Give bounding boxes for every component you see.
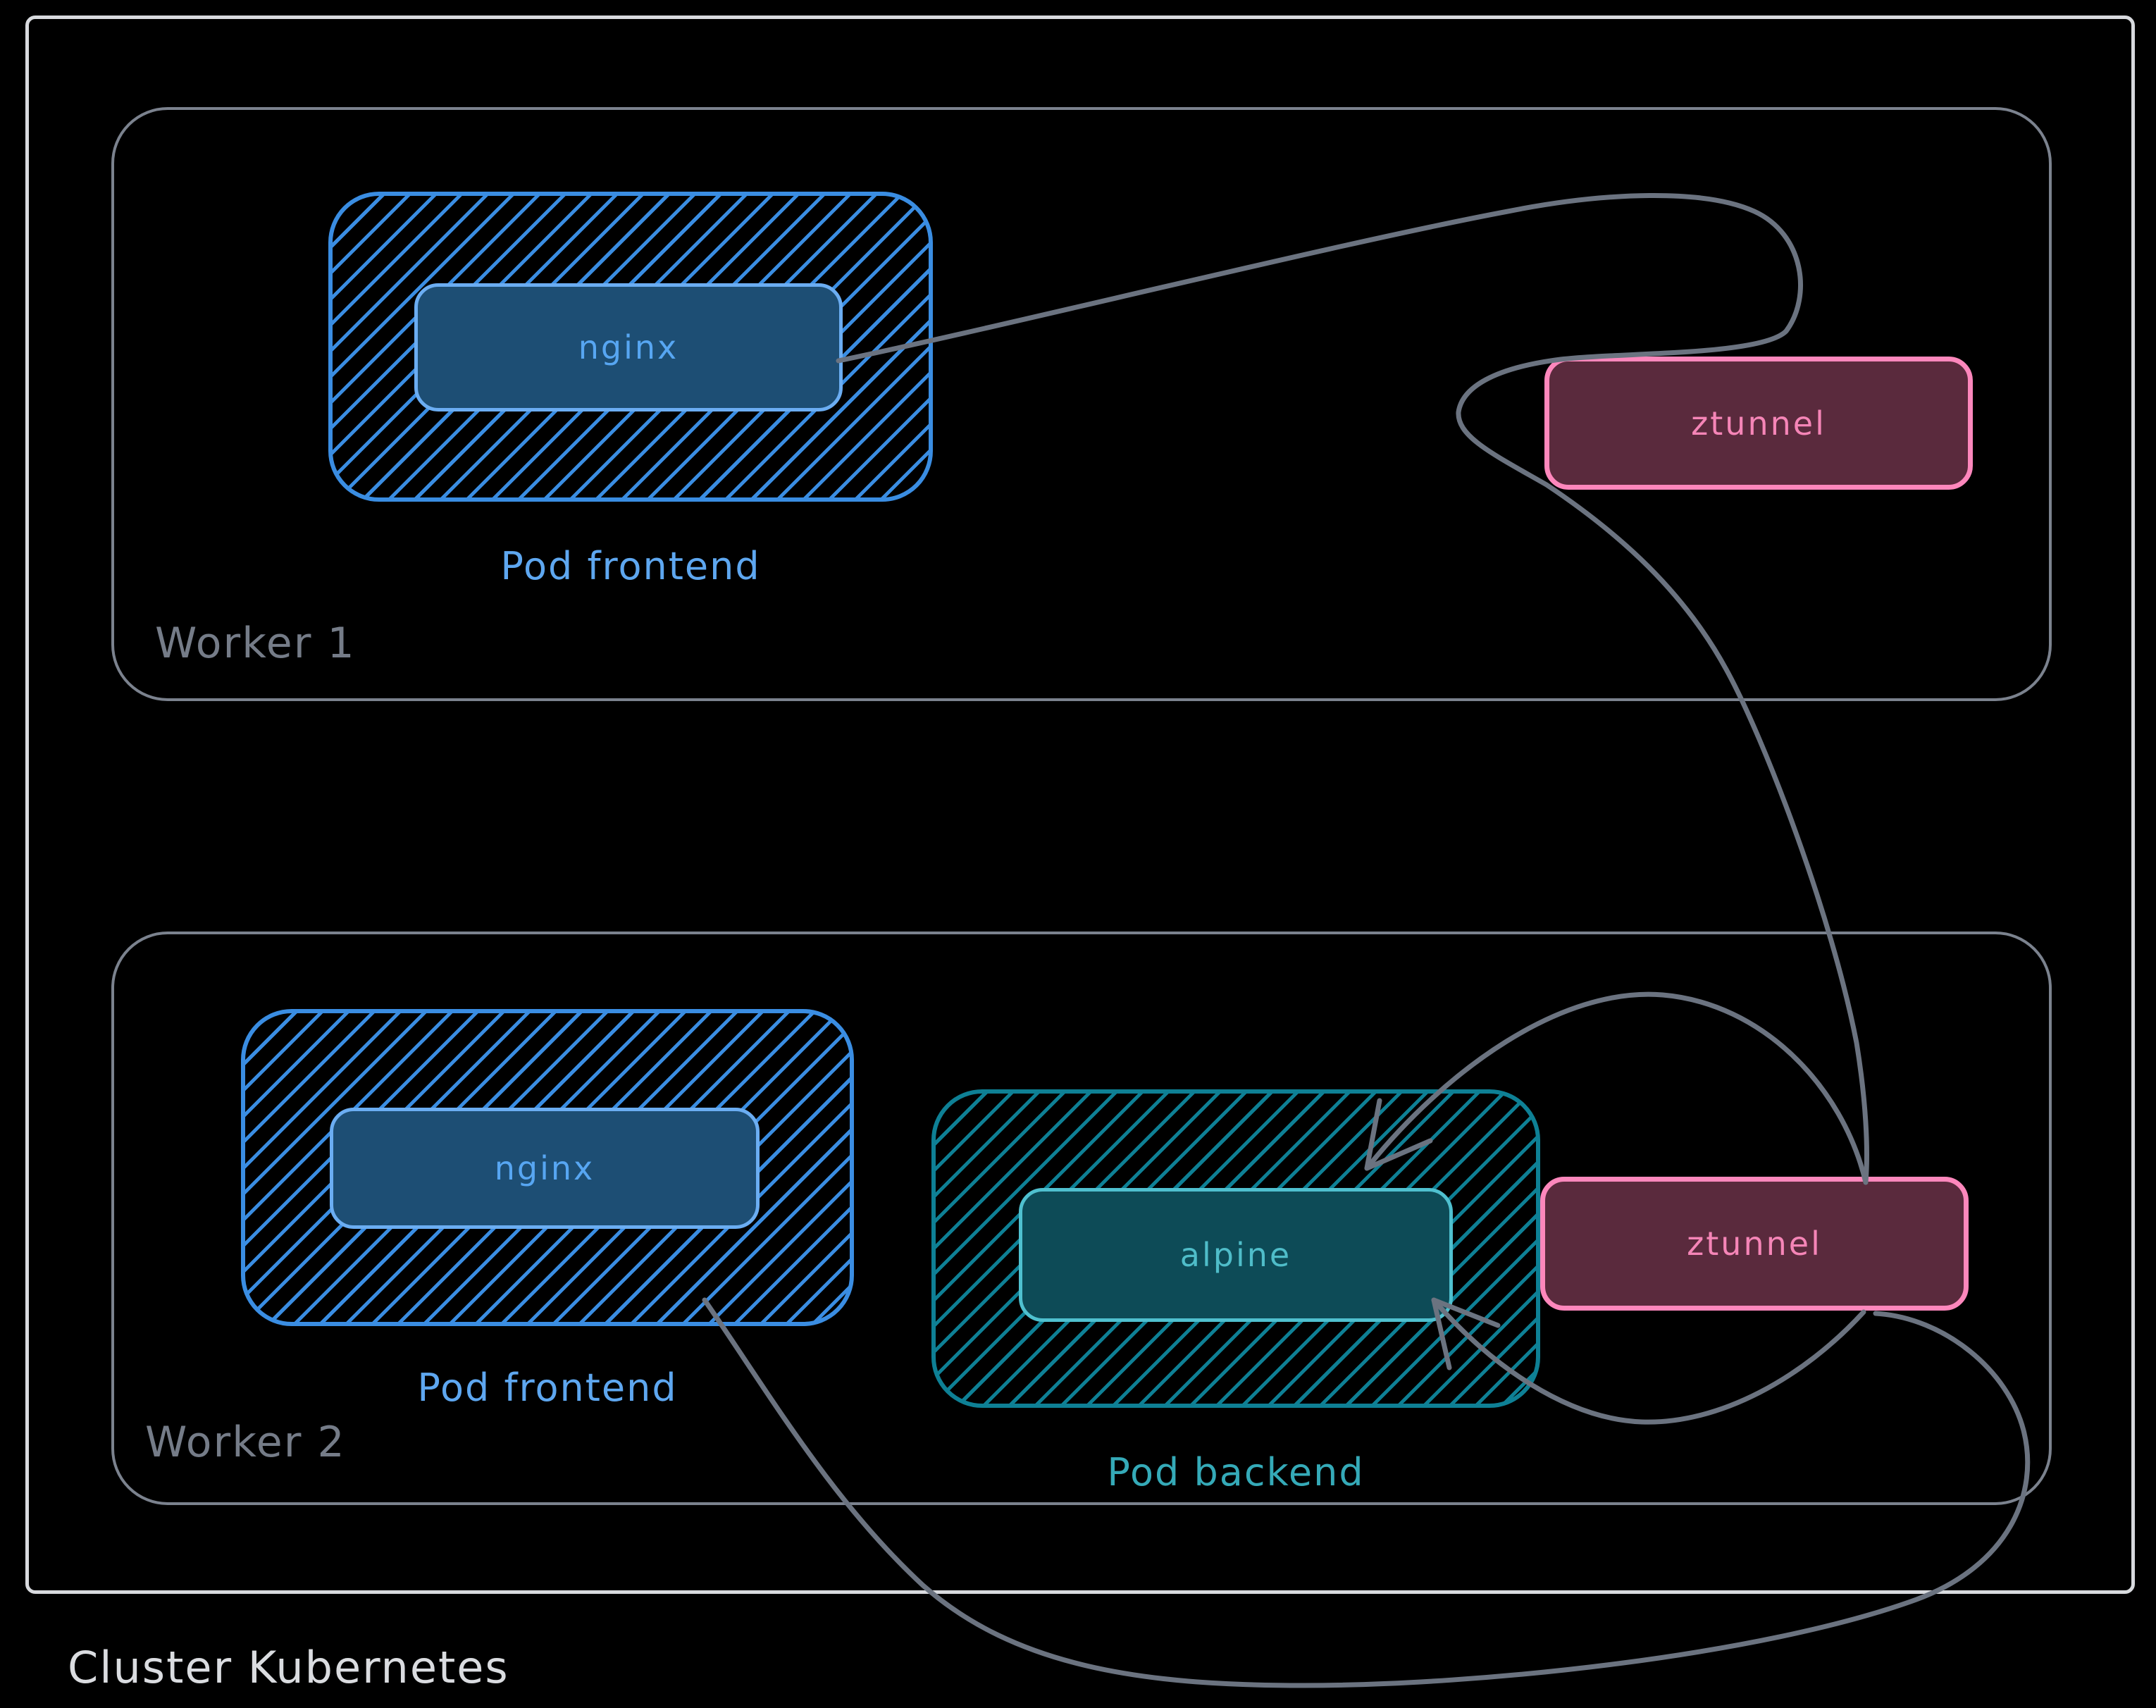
worker1-nginx-label: nginx <box>578 328 679 366</box>
worker2-alpine-label: alpine <box>1179 1236 1292 1274</box>
worker2-ztunnel-box: ztunnel <box>1540 1177 1969 1311</box>
worker1-pod-frontend-label: Pod frontend <box>500 544 761 588</box>
worker2-pod-backend-label: Pod backend <box>1107 1450 1365 1494</box>
worker1-ztunnel-box: ztunnel <box>1544 357 1973 490</box>
worker2-nginx-container: nginx <box>330 1108 760 1229</box>
worker2-nginx-label: nginx <box>494 1149 595 1187</box>
cluster-title: Cluster Kubernetes <box>68 1642 509 1693</box>
worker2-label: Worker 2 <box>145 1418 346 1467</box>
worker2-pod-frontend-label: Pod frontend <box>417 1366 678 1410</box>
worker1-label: Worker 1 <box>155 619 356 668</box>
worker1-nginx-container: nginx <box>414 283 843 411</box>
worker2-ztunnel-label: ztunnel <box>1687 1225 1822 1263</box>
worker1-ztunnel-label: ztunnel <box>1691 404 1826 443</box>
worker2-alpine-container: alpine <box>1019 1188 1453 1322</box>
